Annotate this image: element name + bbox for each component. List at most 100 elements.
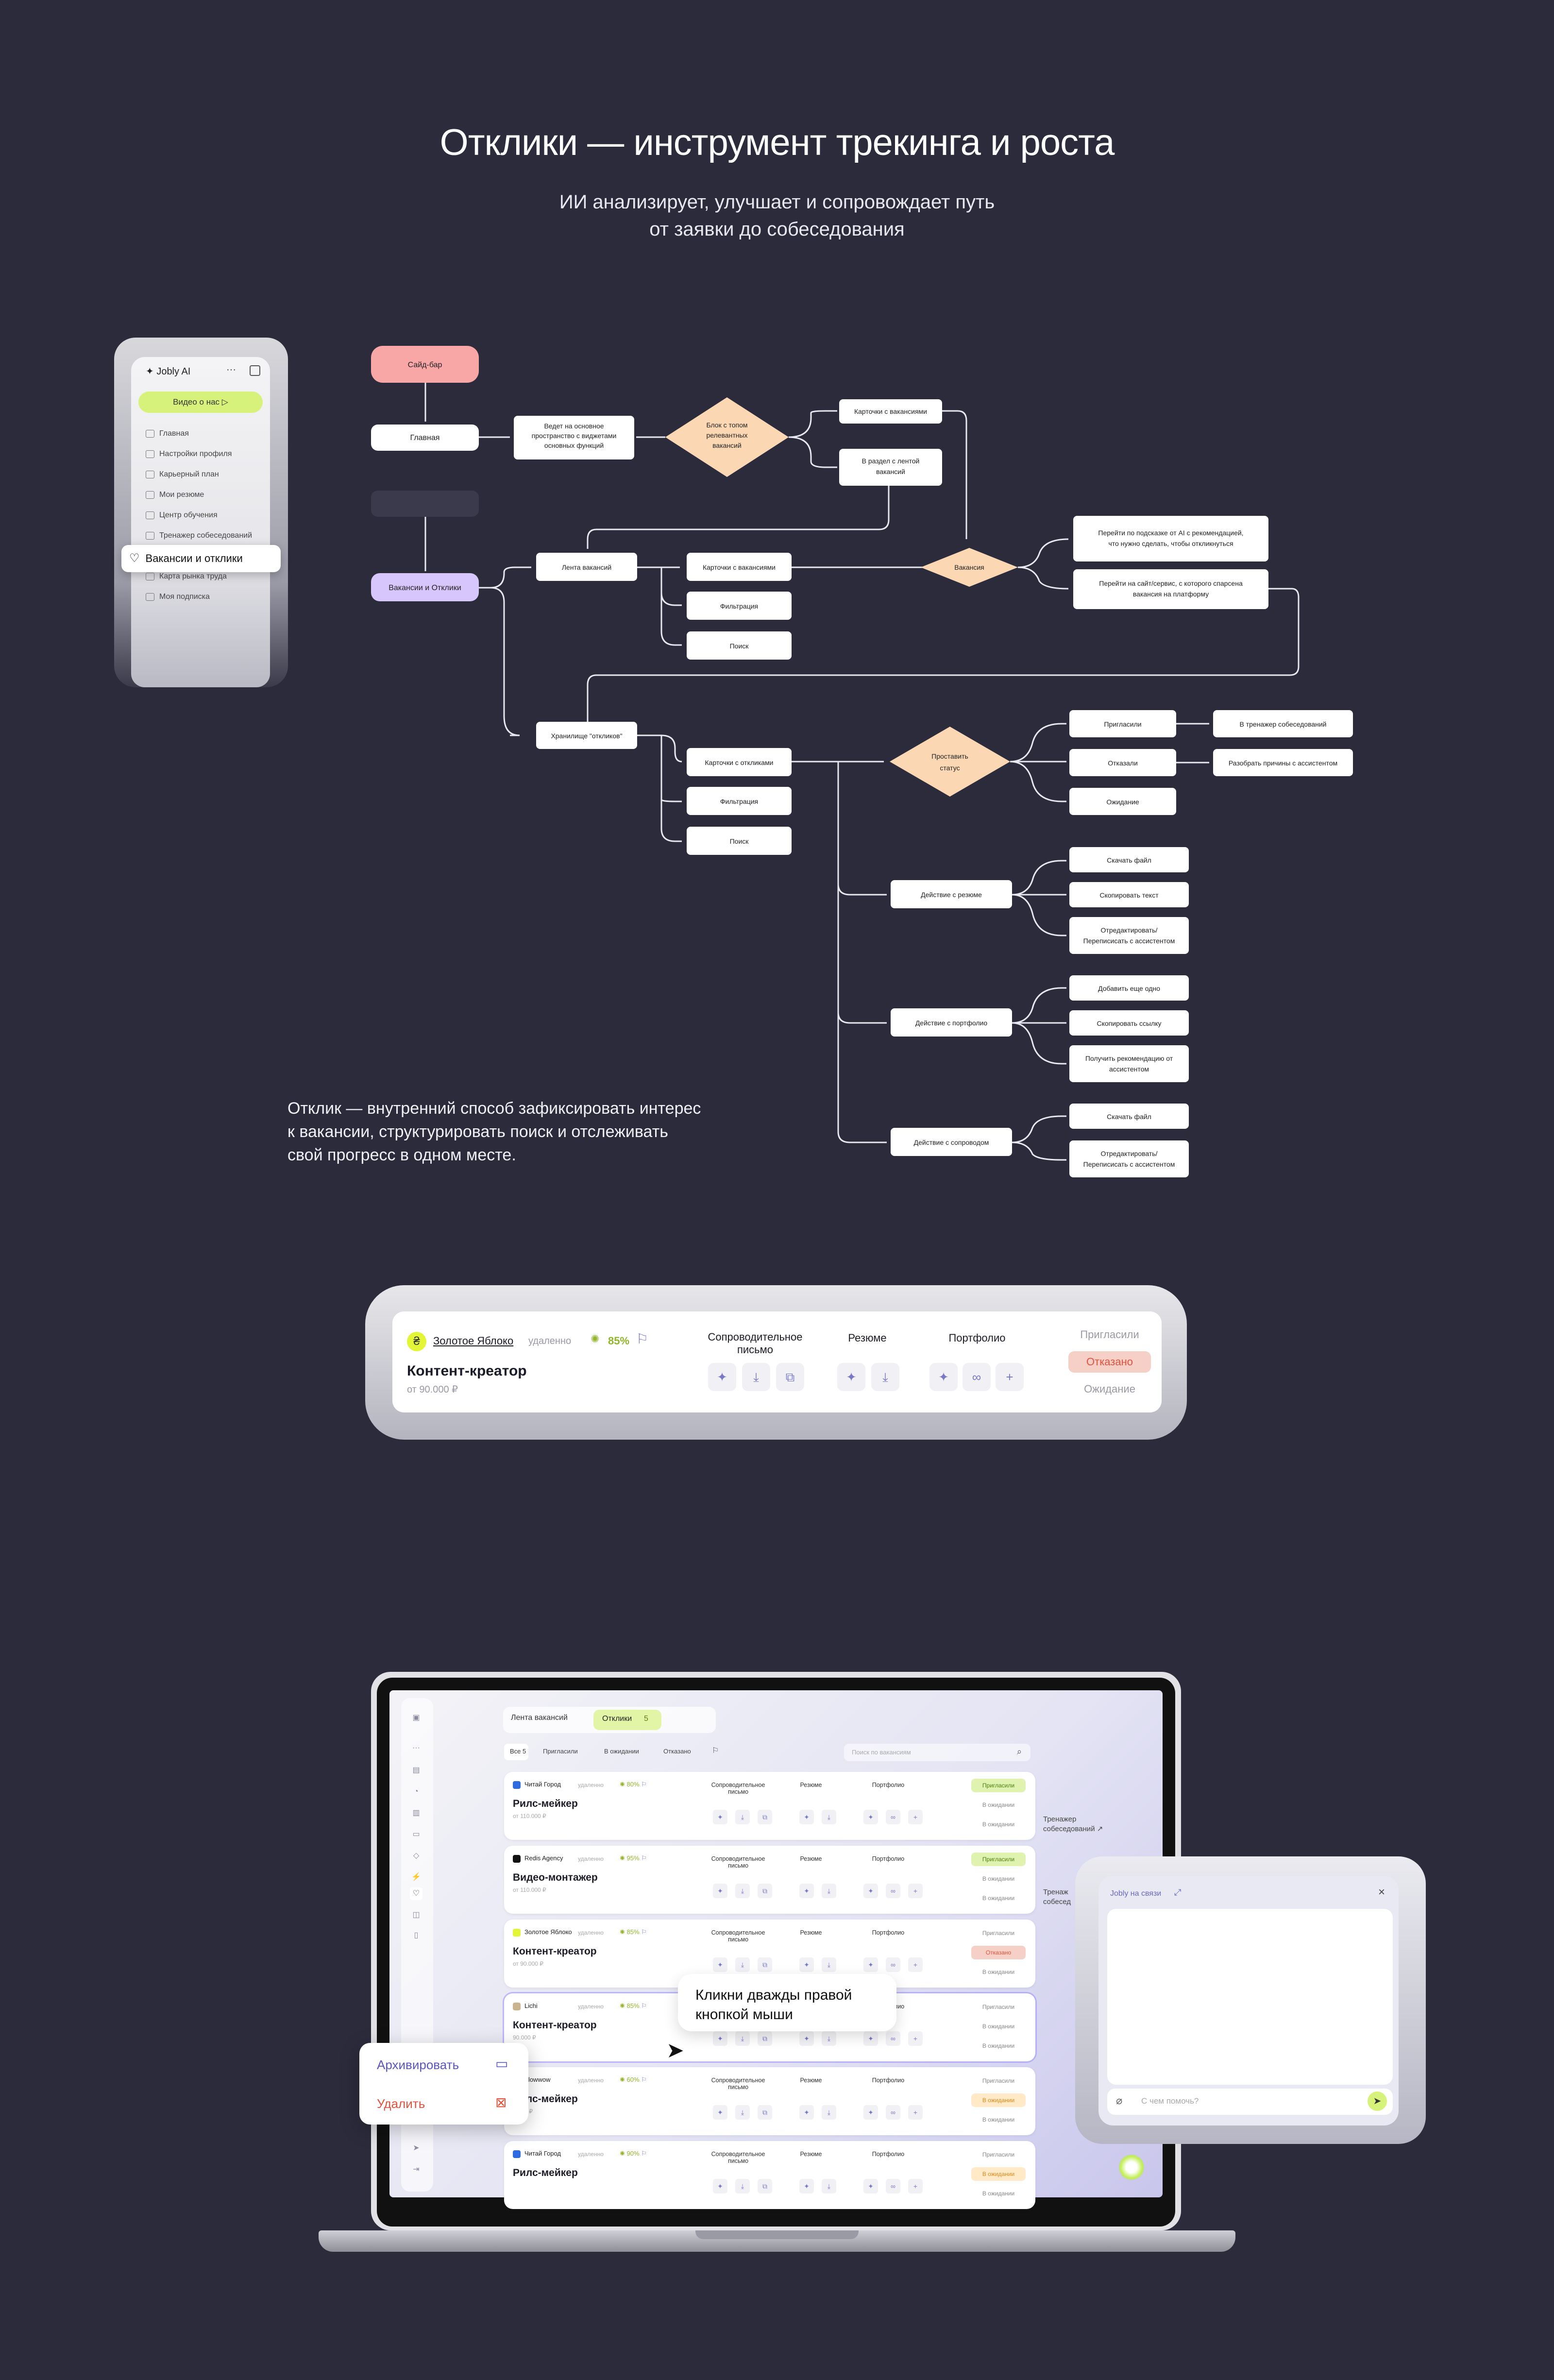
plus-icon[interactable]: + bbox=[908, 1884, 923, 1898]
trainer-icon[interactable]: ⚡ bbox=[411, 1873, 421, 1881]
ai-sparkle-icon[interactable]: ✦ bbox=[713, 1957, 727, 1972]
download-icon[interactable]: ⤓ bbox=[871, 1363, 899, 1391]
copy-icon[interactable]: ⧉ bbox=[776, 1363, 804, 1391]
download-icon[interactable]: ⤓ bbox=[822, 2105, 836, 2120]
sidebar-item-subscription[interactable]: Моя подписка bbox=[146, 593, 210, 601]
archive-icon[interactable]: ▭ bbox=[495, 2056, 508, 2071]
company-name[interactable]: Redis Agency bbox=[513, 1854, 563, 1863]
ai-sparkle-icon[interactable]: ✦ bbox=[837, 1363, 865, 1391]
status-invited[interactable]: Пригласили bbox=[1068, 1324, 1151, 1345]
status-badge[interactable]: В ожидании bbox=[971, 2020, 1026, 2033]
copy-icon[interactable]: ⧉ bbox=[758, 1957, 772, 1972]
status-badge[interactable]: Пригласили bbox=[971, 2148, 1026, 2161]
ai-sparkle-icon[interactable]: ✦ bbox=[713, 1810, 727, 1824]
telegram-icon[interactable]: ➤ bbox=[413, 2144, 420, 2152]
panel-toggle-icon[interactable]: ▣ bbox=[412, 1714, 420, 1722]
bookmark-icon[interactable]: ⚐ bbox=[641, 1781, 647, 1788]
ai-sparkle-icon[interactable]: ✦ bbox=[863, 2105, 878, 2120]
bookmark-icon[interactable]: ⚐ bbox=[641, 1928, 647, 1936]
plus-icon[interactable]: + bbox=[908, 1810, 923, 1824]
link-icon[interactable]: ∞ bbox=[886, 1810, 900, 1824]
plus-icon[interactable]: + bbox=[908, 1957, 923, 1972]
side-link-trainer[interactable]: Тренажер собеседований ↗ bbox=[1043, 1815, 1103, 1834]
download-icon[interactable]: ⤓ bbox=[735, 1810, 750, 1824]
close-icon[interactable]: × bbox=[1378, 1886, 1385, 1899]
link-icon[interactable]: ∞ bbox=[886, 2105, 900, 2120]
tab-feed[interactable]: Лента вакансий bbox=[511, 1714, 568, 1722]
ai-sparkle-icon[interactable]: ✦ bbox=[799, 1884, 814, 1898]
chat-input[interactable] bbox=[1107, 2089, 1393, 2115]
status-badge[interactable]: В ожидании bbox=[971, 1798, 1026, 1812]
status-badge[interactable]: Пригласили bbox=[971, 2000, 1026, 2014]
menu-item-archive[interactable]: Архивировать bbox=[377, 2057, 459, 2072]
tab-responses[interactable] bbox=[593, 1710, 661, 1730]
ai-sparkle-icon[interactable]: ✦ bbox=[708, 1363, 736, 1391]
menu-item-delete[interactable]: Удалить bbox=[377, 2096, 425, 2111]
download-icon[interactable]: ⤓ bbox=[735, 1884, 750, 1898]
filter-invited[interactable]: Пригласили bbox=[543, 1748, 578, 1755]
expand-icon[interactable]: ⤢ bbox=[1174, 1887, 1182, 1897]
link-icon[interactable]: ∞ bbox=[886, 2179, 900, 2193]
download-icon[interactable]: ⤓ bbox=[735, 2031, 750, 2046]
ai-sparkle-icon[interactable]: ✦ bbox=[799, 1957, 814, 1972]
status-badge[interactable]: Отказано bbox=[971, 1946, 1026, 1959]
sidebar-item-vacancies[interactable]: ♡Вакансии и отклики bbox=[121, 545, 281, 572]
company-name[interactable]: Золотое Яблоко bbox=[433, 1335, 514, 1347]
ai-sparkle-icon[interactable]: ✦ bbox=[713, 2179, 727, 2193]
link-icon[interactable]: ∞ bbox=[886, 1957, 900, 1972]
side-link-trainer-2[interactable]: Тренаж собесед bbox=[1043, 1887, 1071, 1907]
company-name[interactable]: Читай Город bbox=[513, 2150, 561, 2158]
bookmark-filter-icon[interactable]: ⚐ bbox=[712, 1747, 719, 1755]
ai-sparkle-icon[interactable]: ✦ bbox=[863, 2179, 878, 2193]
more-icon[interactable]: ··· bbox=[226, 364, 236, 375]
download-icon[interactable]: ⤓ bbox=[822, 2179, 836, 2193]
status-badge[interactable]: Пригласили bbox=[971, 1779, 1026, 1792]
sidebar-item-profile[interactable]: Настройки профиля bbox=[146, 450, 232, 459]
status-badge[interactable]: В ожидании bbox=[971, 2113, 1026, 2126]
more-icon[interactable]: ··· bbox=[412, 1744, 420, 1752]
ai-sparkle-icon[interactable]: ✦ bbox=[713, 2105, 727, 2120]
search-icon[interactable]: ⌕ bbox=[1017, 1747, 1022, 1756]
company-name[interactable]: Читай Город bbox=[513, 1781, 561, 1789]
status-badge[interactable]: Пригласили bbox=[971, 1926, 1026, 1940]
plus-icon[interactable]: + bbox=[996, 1363, 1024, 1391]
ai-sparkle-icon[interactable]: ✦ bbox=[799, 2031, 814, 2046]
home-icon[interactable]: ▤ bbox=[412, 1766, 420, 1774]
sidebar-item-market-map[interactable]: Карта рынка труда bbox=[146, 572, 227, 581]
status-badge[interactable]: В ожидании bbox=[971, 2093, 1026, 2107]
status-badge[interactable]: В ожидании bbox=[971, 2039, 1026, 2053]
ai-sparkle-icon[interactable]: ✦ bbox=[863, 1810, 878, 1824]
plus-icon[interactable]: + bbox=[908, 2031, 923, 2046]
ai-sparkle-icon[interactable]: ✦ bbox=[863, 1957, 878, 1972]
copy-icon[interactable]: ⧉ bbox=[758, 1884, 772, 1898]
status-badge[interactable]: В ожидании bbox=[971, 2187, 1026, 2200]
status-badge[interactable]: В ожидании bbox=[971, 1965, 1026, 1979]
link-icon[interactable]: ∞ bbox=[886, 2031, 900, 2046]
copy-icon[interactable]: ⧉ bbox=[758, 1810, 772, 1824]
ai-sparkle-icon[interactable]: ✦ bbox=[799, 2179, 814, 2193]
sidebar-item-resumes[interactable]: Мои резюме bbox=[146, 491, 204, 499]
attach-icon[interactable]: ⌀ bbox=[1116, 2094, 1123, 2107]
ai-sparkle-icon[interactable]: ✦ bbox=[929, 1363, 958, 1391]
sidebar-item-learning[interactable]: Центр обучения bbox=[146, 511, 218, 520]
bookmark-icon[interactable]: ⚐ bbox=[641, 2150, 647, 2157]
bookmark-icon[interactable]: ⚐ bbox=[636, 1331, 649, 1346]
ai-sparkle-icon[interactable]: ✦ bbox=[713, 1884, 727, 1898]
filter-rejected[interactable]: Отказано bbox=[663, 1748, 691, 1755]
plus-icon[interactable]: + bbox=[908, 2105, 923, 2120]
user-icon[interactable]: ◔ bbox=[414, 1787, 419, 1796]
sidebar-item-home[interactable]: Главная bbox=[146, 429, 189, 438]
bookmark-icon[interactable]: ⚐ bbox=[641, 1854, 647, 1862]
company-name[interactable]: Золотое Яблоко bbox=[513, 1928, 572, 1937]
status-waiting[interactable]: Ожидание bbox=[1068, 1378, 1151, 1400]
link-icon[interactable]: ∞ bbox=[886, 1884, 900, 1898]
ai-sparkle-icon[interactable]: ✦ bbox=[799, 2105, 814, 2120]
copy-icon[interactable]: ⧉ bbox=[758, 2105, 772, 2120]
ai-sparkle-icon[interactable]: ✦ bbox=[799, 1810, 814, 1824]
bookmark-icon[interactable]: ⚐ bbox=[641, 2002, 647, 2009]
sidebar-item-career[interactable]: Карьерный план bbox=[146, 470, 219, 479]
